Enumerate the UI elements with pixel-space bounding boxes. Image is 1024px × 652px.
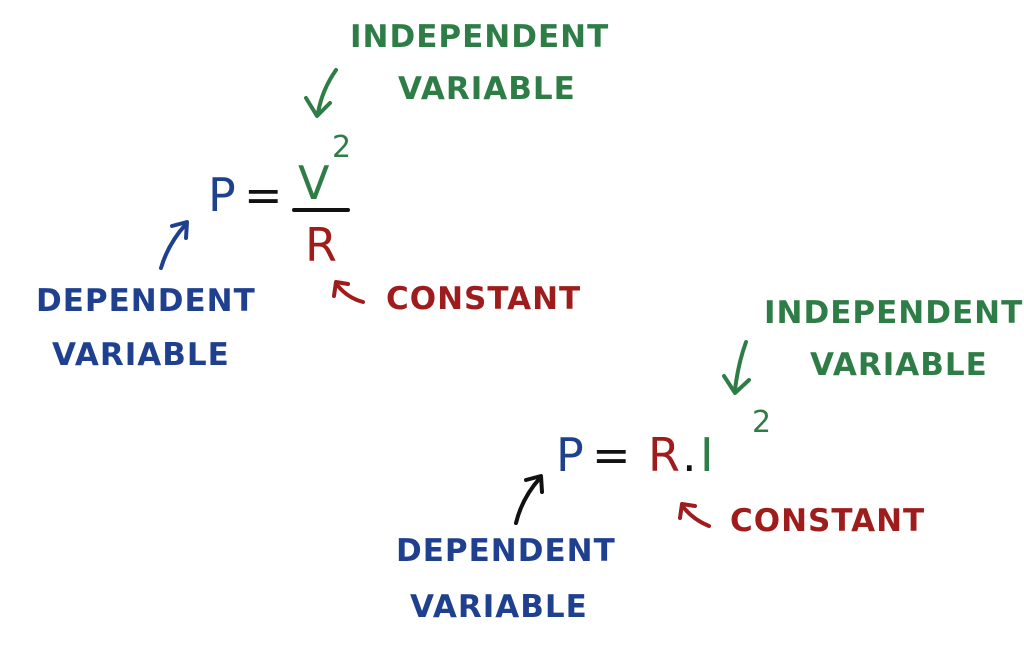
bottom-exponent: 2 — [752, 405, 772, 440]
arrow-top-dependent — [159, 220, 189, 270]
top-exponent: 2 — [332, 130, 352, 165]
top-fraction-bar — [292, 208, 350, 212]
top-lhs-power: P — [208, 168, 236, 222]
bottom-dependent-label-line2: VARIABLE — [410, 589, 588, 625]
bottom-lhs-power: P — [556, 428, 584, 482]
bottom-multiply-dot: . — [682, 428, 697, 482]
arrow-bottom-independent — [722, 340, 751, 395]
arrow-bottom-dependent — [514, 474, 544, 525]
top-denominator-resistance: R — [305, 218, 337, 272]
bottom-equals: = — [592, 428, 631, 482]
bottom-constant-resistance: R — [648, 428, 680, 482]
top-constant-label: CONSTANT — [386, 281, 582, 317]
bottom-independent-label-line1: INDEPENDENT — [764, 295, 1024, 331]
top-dependent-label-line1: DEPENDENT — [36, 283, 256, 319]
bottom-variable-current: I — [700, 428, 714, 482]
top-equals: = — [244, 168, 283, 222]
arrow-top-independent — [304, 68, 338, 118]
arrow-bottom-constant — [678, 502, 711, 528]
top-independent-label-line2: VARIABLE — [398, 71, 576, 107]
arrow-top-constant — [332, 280, 365, 304]
top-numerator-voltage: V — [298, 156, 330, 210]
bottom-constant-label: CONSTANT — [730, 503, 926, 539]
bottom-dependent-label-line1: DEPENDENT — [396, 533, 616, 569]
bottom-independent-label-line2: VARIABLE — [810, 347, 988, 383]
top-independent-label-line1: INDEPENDENT — [350, 19, 610, 55]
top-dependent-label-line2: VARIABLE — [52, 337, 230, 373]
